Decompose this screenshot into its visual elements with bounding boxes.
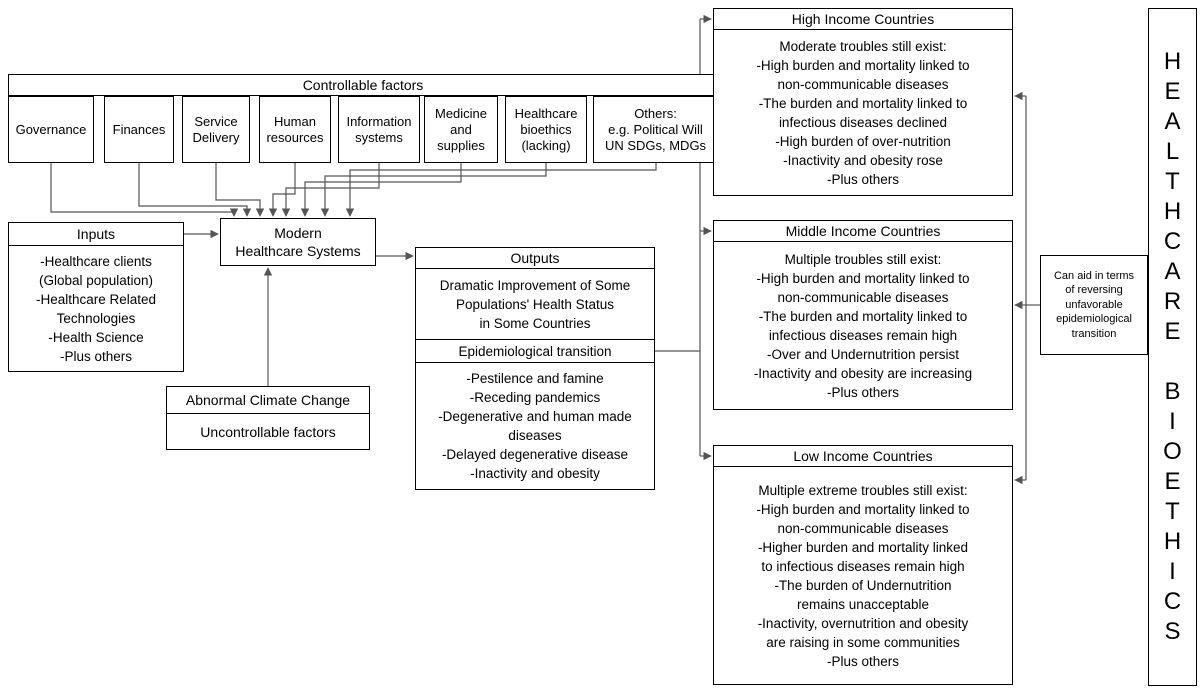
modern-healthcare-systems-box: Modern Healthcare Systems bbox=[220, 218, 376, 266]
factor-information-systems: Information systems bbox=[338, 96, 420, 163]
health-improvement-box: Dramatic Improvement of Some Populations… bbox=[415, 268, 655, 340]
high-income-header: High Income Countries bbox=[713, 8, 1013, 30]
factor-medicine-supplies: Medicine and supplies bbox=[424, 96, 498, 163]
healthcare-bioethics-banner: H E A L T H C A R E B I O E T H I C S bbox=[1148, 8, 1197, 686]
factor-human-resources: Human resources bbox=[259, 96, 331, 163]
inputs-list: -Healthcare clients (Global population) … bbox=[8, 245, 184, 372]
controllable-factors-header: Controllable factors bbox=[8, 74, 718, 96]
factor-healthcare-bioethics: Healthcare bioethics (lacking) bbox=[505, 96, 587, 163]
factor-others: Others: e.g. Political Will UN SDGs, MDG… bbox=[593, 96, 718, 163]
factor-service-delivery: Service Delivery bbox=[182, 96, 250, 163]
low-income-body: Multiple extreme troubles still exist: -… bbox=[713, 466, 1013, 685]
factor-governance: Governance bbox=[8, 96, 94, 163]
bioethics-aid-note: Can aid in terms of reversing unfavorabl… bbox=[1040, 255, 1148, 355]
middle-income-body: Multiple troubles still exist: -High bur… bbox=[713, 241, 1013, 410]
high-income-body: Moderate troubles still exist: -High bur… bbox=[713, 29, 1013, 196]
transition-stages-list: -Pestilence and famine -Receding pandemi… bbox=[415, 362, 655, 490]
uncontrollable-factors-box: Uncontrollable factors bbox=[166, 413, 370, 450]
abnormal-climate-change-box: Abnormal Climate Change bbox=[166, 386, 370, 414]
outputs-header: Outputs bbox=[415, 247, 655, 269]
middle-income-header: Middle Income Countries bbox=[713, 220, 1013, 242]
epidemiological-transition-header: Epidemiological transition bbox=[415, 339, 655, 363]
low-income-header: Low Income Countries bbox=[713, 445, 1013, 467]
factor-finances: Finances bbox=[104, 96, 174, 163]
inputs-header: Inputs bbox=[8, 222, 184, 246]
